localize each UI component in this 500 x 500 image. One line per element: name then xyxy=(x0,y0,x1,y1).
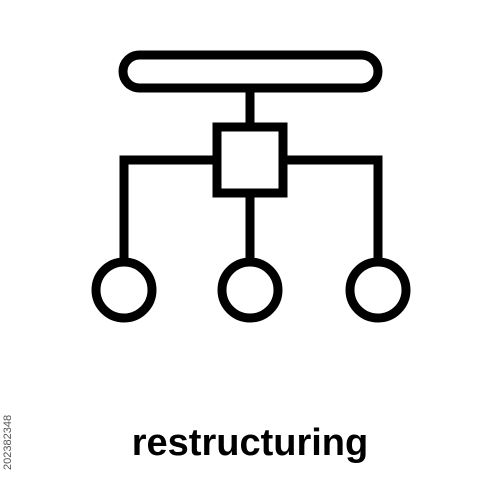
middle-node-circle xyxy=(217,257,283,323)
center-square-shape xyxy=(212,122,288,198)
stock-id-text: 202382348 xyxy=(2,414,14,470)
left-node-circle xyxy=(91,257,157,323)
caption-text: restructuring xyxy=(131,422,369,464)
right-node-circle xyxy=(345,257,411,323)
top-bar-shape xyxy=(118,50,383,93)
left-branch-line xyxy=(119,155,217,262)
right-branch-line xyxy=(283,155,383,262)
